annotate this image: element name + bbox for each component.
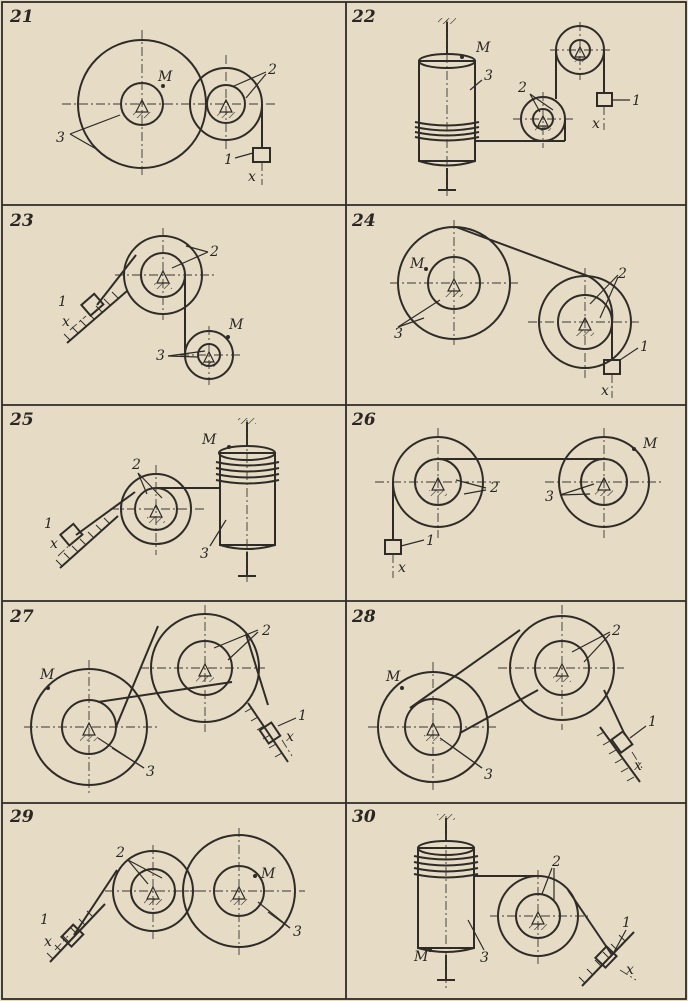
wheel-label: 2 [115,845,125,861]
drum-3 [215,445,280,550]
wheel-label: 2 [517,80,527,96]
point-label: M [409,256,425,272]
incline-with-block [596,726,641,783]
point-label: M [642,436,658,452]
coordinate-label: x [592,116,600,132]
coordinate-label: x [634,758,642,774]
wheel-label: 2 [611,623,621,639]
cell-number: 24 [351,211,376,231]
point-label: M [385,669,401,685]
diagram-30: 30 [352,807,637,988]
cell-number: 27 [9,607,34,627]
coordinate-label: x [50,536,58,552]
point-label: M [475,40,491,56]
wheel-label: 2 [261,623,271,639]
diagram-27: 27 [9,605,307,795]
diagram-23: 23 [9,211,244,385]
wheel-label: 3 [394,326,403,342]
wheel-label: 2 [131,457,141,473]
diagram-28: 28 [351,605,657,792]
coordinate-label: x [286,729,294,745]
diagram-21: 21 M 2 3 1 x [9,7,277,185]
load-1 [384,539,402,555]
cell-number: 30 [352,807,376,827]
wheel-label: 3 [56,130,65,146]
incline-with-block [63,290,128,344]
coordinate-label: x [248,169,256,185]
diagram-24: 24 M 3 2 1 x [351,211,649,399]
point-label: M [157,69,173,85]
coordinate-label: x [44,934,52,950]
load-label: 1 [640,339,649,355]
coordinate-label: x [62,314,70,330]
cell-number: 23 [9,211,34,231]
load-label: 1 [632,93,641,109]
point-label: M [201,432,217,448]
wheel-label: 2 [489,480,499,496]
cell-number: 26 [351,410,376,430]
load-label: 1 [426,533,435,549]
incline-with-block [55,515,119,569]
wheel-label: 3 [293,924,302,940]
load-1 [252,147,271,163]
wheel-label: 2 [267,62,277,78]
wheel-label: 3 [545,489,554,505]
wheel-label: 3 [146,764,155,780]
cell-number: 28 [351,607,376,627]
point-label: M [260,866,276,882]
point-label: M [228,317,244,333]
drum-label: 3 [480,950,489,966]
load-label: 1 [648,714,657,730]
cell-number: 29 [9,807,34,827]
load-1 [596,92,613,107]
cell-number: 25 [9,410,34,430]
coordinate-label: x [626,962,634,978]
drum-label: 3 [200,546,209,562]
point-label: M [413,949,429,965]
cell-number: 22 [351,7,376,27]
incline-with-block [244,702,289,763]
load-label: 1 [224,152,233,168]
cell-number: 21 [9,7,34,27]
incline-with-block [46,903,106,963]
diagram-22: 22 [351,7,641,196]
coordinate-label: x [398,560,406,576]
diagram-25: 25 [9,410,280,585]
wheel-label: 2 [551,854,561,870]
drum-label: 3 [484,68,493,84]
diagram-29: 29 2 [9,807,305,963]
wheel-label: 2 [617,266,627,282]
point-label: M [39,667,55,683]
load-label: 1 [298,708,307,724]
load-label: 1 [622,915,631,931]
coordinate-label: x [601,383,609,399]
load-label: 1 [40,912,49,928]
load-label: 1 [44,516,53,532]
diagram-26: 26 M 2 3 1 x [351,410,662,578]
load-label: 1 [58,294,67,310]
wheel-label: 3 [156,348,165,364]
wheel-label: 2 [209,244,219,260]
wheel-label: 3 [484,767,493,783]
